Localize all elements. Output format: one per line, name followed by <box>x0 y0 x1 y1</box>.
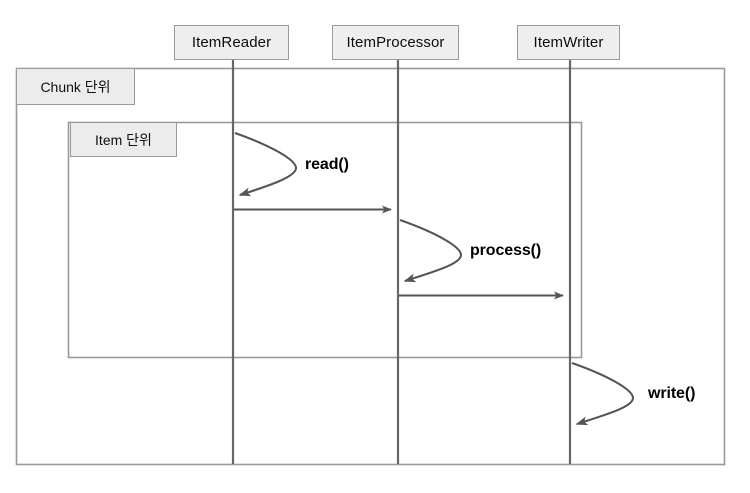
frame-label-item-text: Item 단위 <box>95 131 152 148</box>
frame-chunk-border <box>15 67 726 466</box>
participant-label-processor: ItemProcessor <box>346 34 445 51</box>
participant-box-writer[interactable]: ItemWriter <box>517 25 620 60</box>
participant-label-reader: ItemReader <box>191 34 272 51</box>
message-label-process: process() <box>470 242 542 259</box>
message-arrow-write <box>571 362 635 426</box>
frame-item-border <box>67 121 583 359</box>
participant-box-reader[interactable]: ItemReader <box>174 25 289 60</box>
participant-box-processor[interactable]: ItemProcessor <box>332 25 459 60</box>
message-arrow-process <box>399 219 463 283</box>
frame-label-chunk-text: Chunk 단위 <box>40 78 111 95</box>
frame-label-chunk: Chunk 단위 <box>16 68 135 105</box>
message-label-read: read() <box>305 156 349 173</box>
message-label-write: write() <box>648 385 696 402</box>
message-arrow-read <box>234 132 298 197</box>
frame-label-item: Item 단위 <box>70 122 177 157</box>
participant-label-writer: ItemWriter <box>533 34 604 51</box>
